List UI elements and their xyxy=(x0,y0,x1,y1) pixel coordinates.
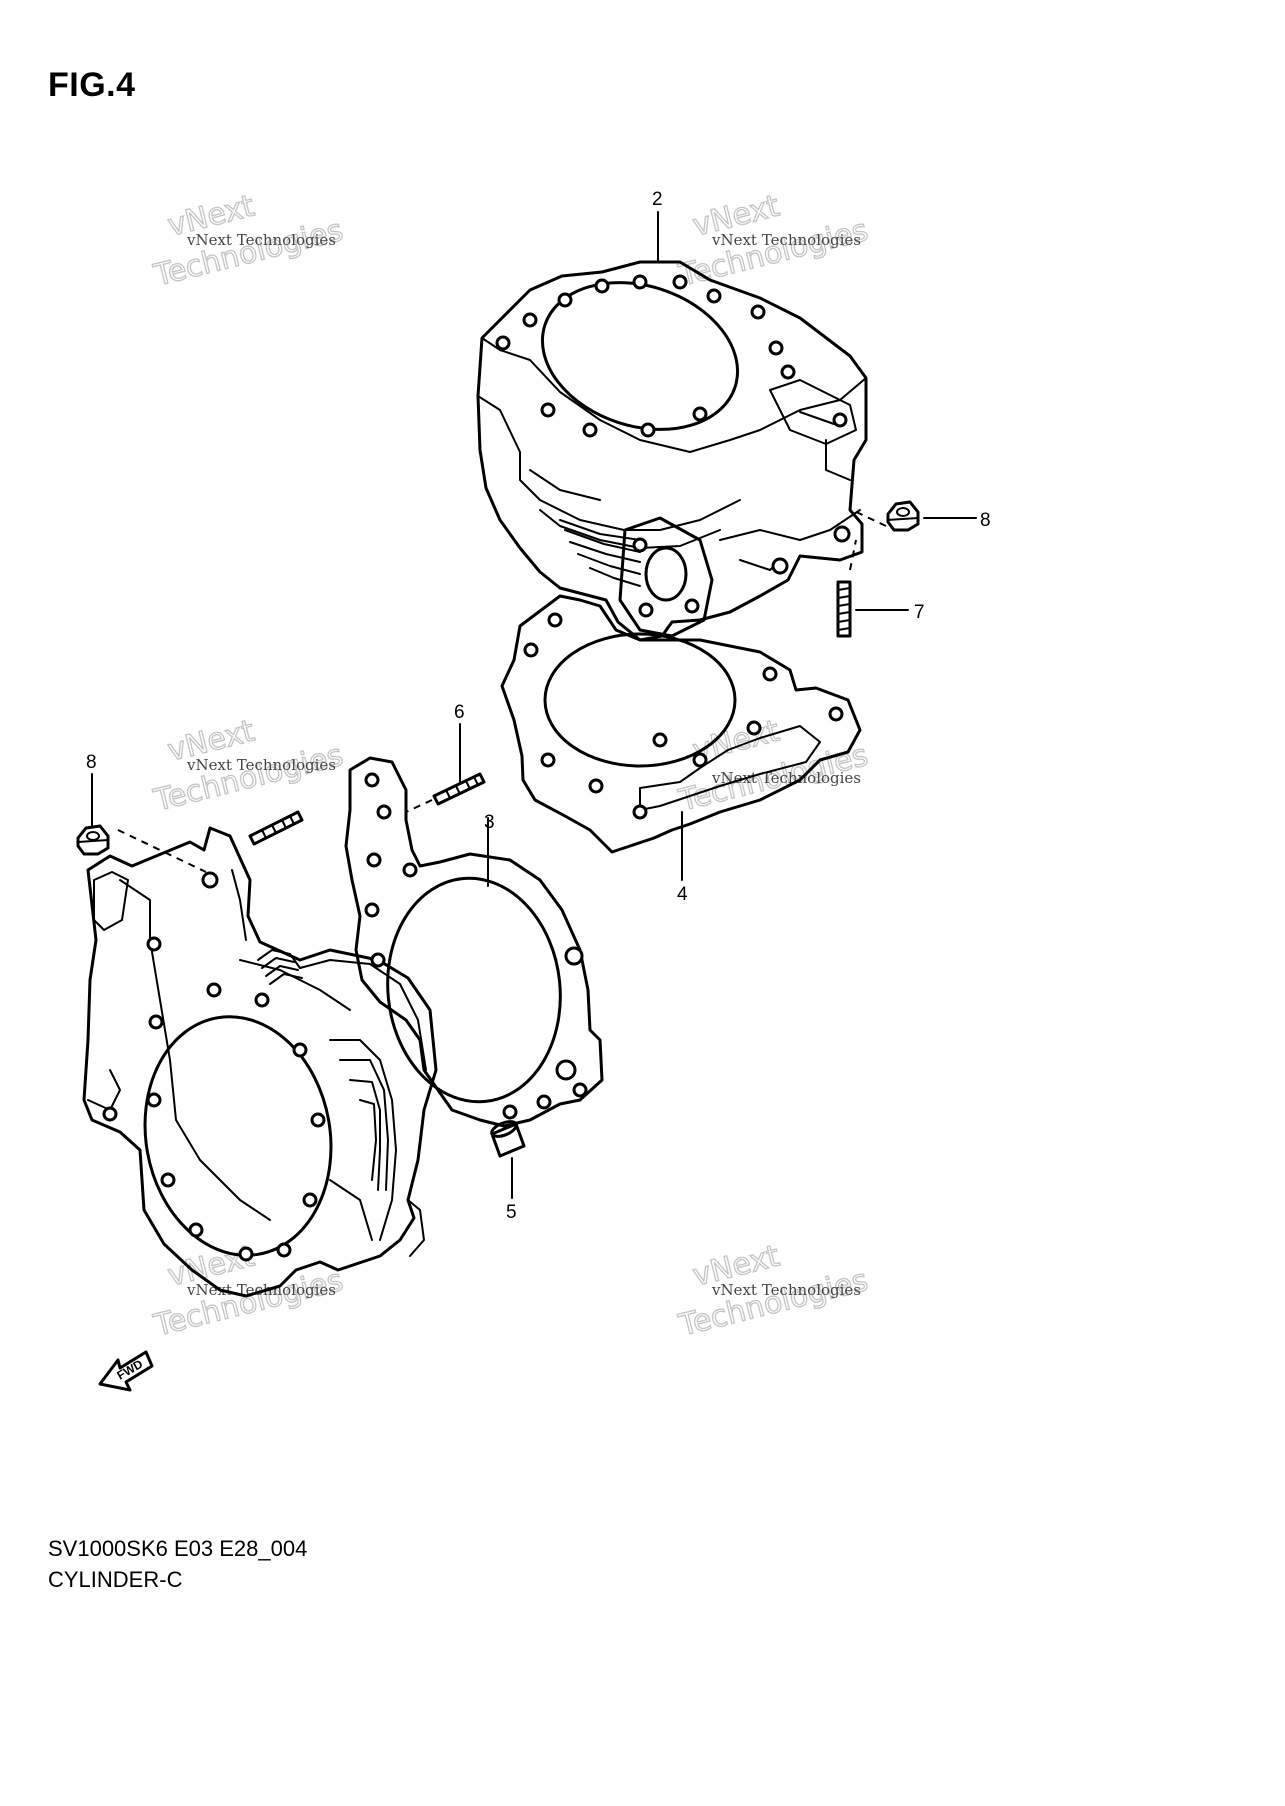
callout-8-upper: 8 xyxy=(980,510,991,531)
forward-direction-arrow: FWD xyxy=(98,1350,154,1392)
figure-code: SV1000SK6 E03 E28_004 xyxy=(48,1536,308,1561)
rear-cylinder-part-2 xyxy=(476,260,868,642)
svg-text:vNext Technologies: vNext Technologies xyxy=(186,756,336,774)
svg-text:vNext Technologies: vNext Technologies xyxy=(711,1281,861,1299)
dowel-pin-part-5 xyxy=(490,1120,526,1158)
flange-nut-part-8-upper xyxy=(851,500,920,532)
cylinder-base-gasket-part-3 xyxy=(344,756,604,1128)
callout-6: 6 xyxy=(454,702,465,723)
callout-3: 3 xyxy=(484,812,495,833)
figure-name: CYLINDER-C xyxy=(48,1567,183,1592)
callout-leaders xyxy=(91,211,977,1199)
svg-text:vNext Technologies: vNext Technologies xyxy=(711,231,861,249)
callout-7: 7 xyxy=(914,602,925,623)
stud-bolt-part-7-upper xyxy=(836,539,857,638)
figure-title: FIG.4 xyxy=(48,66,136,104)
svg-text:vNext Technologies: vNext Technologies xyxy=(186,231,336,249)
stud-bolt-part-7-lower xyxy=(248,810,304,846)
watermark-3: vNext Technologies vNext Technologies xyxy=(149,713,347,819)
callout-5: 5 xyxy=(506,1202,517,1223)
watermark-5: vNext Technologies vNext Technologies xyxy=(149,1238,347,1344)
watermark-1: vNext Technologies vNext Technologies xyxy=(149,188,347,294)
watermark-2: vNext Technologies vNext Technologies xyxy=(674,188,872,294)
callout-4: 4 xyxy=(677,884,688,905)
watermark-6: vNext Technologies vNext Technologies xyxy=(674,1238,872,1344)
svg-text:vNext Technologies: vNext Technologies xyxy=(711,769,861,787)
front-cylinder-part-1 xyxy=(82,826,438,1298)
flange-nut-part-8-lower xyxy=(76,824,207,873)
stud-bolt-part-6 xyxy=(405,772,486,813)
callout-2: 2 xyxy=(652,189,663,210)
callout-8-lower: 8 xyxy=(86,752,97,773)
svg-text:vNext Technologies: vNext Technologies xyxy=(186,1281,336,1299)
cylinder-base-gasket-part-4 xyxy=(500,594,862,854)
